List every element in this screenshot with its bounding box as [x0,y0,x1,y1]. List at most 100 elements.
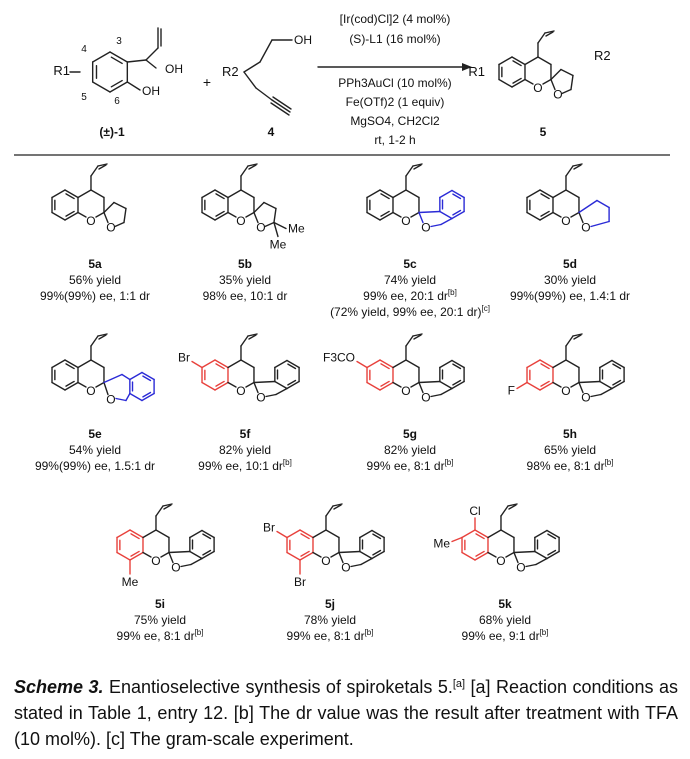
bond [65,210,75,217]
compound-selectivity: 99%(99%) ee, 1:1 dr [40,289,150,303]
position-number: 6 [114,96,120,107]
bond [245,211,255,218]
bond [141,371,155,381]
bond [126,81,141,91]
compound-yield: 68% yield [479,613,531,627]
ring-oxygen-label: O [151,554,160,568]
bond [418,380,441,384]
compound-selectivity: 98% ee, 8:1 dr[b] [527,458,614,473]
bond [366,189,381,199]
bond [578,381,584,394]
spiro-oxygen-label: O [421,221,430,235]
bond [202,533,212,540]
bond [500,505,509,517]
bond [109,81,129,93]
bond [162,503,173,507]
compound-yield: 82% yield [384,443,436,457]
bond [474,551,489,561]
condition-below: MgSO4, CH2Cl2 [350,114,440,128]
compound-yield: 82% yield [219,443,271,457]
bond [240,165,249,177]
compound-selectivity: 99% ee, 20:1 dr[b] [363,288,457,303]
bond [526,211,541,221]
bond [247,333,258,337]
bond [410,211,420,218]
bond [325,529,340,539]
product-r2-label: R2 [594,48,611,63]
compound-selectivity: 99%(99%) ee, 1.4:1 dr [510,289,630,303]
bond [273,221,287,230]
bond [77,359,92,369]
bond [202,549,212,556]
spiro-oxygen-label: O [516,561,525,575]
bond [452,379,462,386]
bond [272,96,292,110]
bond [271,99,291,113]
bond [570,381,580,388]
bond [578,211,584,224]
r1-label: R1 [53,63,70,78]
compound-id: 5j [325,597,335,611]
bond [273,207,277,224]
bond [129,371,143,381]
bond [570,74,574,91]
bond [263,201,277,210]
bond [333,504,342,510]
bond [561,88,572,95]
bond [145,59,157,69]
position-number: 4 [81,44,87,55]
bond [275,387,288,396]
bond [600,387,613,396]
bond [360,557,373,566]
compound-id: 5f [240,427,252,441]
bond [270,102,290,116]
bond [130,533,140,540]
bond [612,363,622,370]
compound-selectivity: 99% ee, 9:1 dr[b] [462,628,549,643]
caption-notes: [a] Reaction conditions as stated in Tab… [14,677,678,749]
bond [201,381,216,391]
compound-yield: 65% yield [544,443,596,457]
bond [142,375,152,382]
bond [412,333,423,337]
bond [274,359,288,369]
compound-id: 5g [403,427,417,441]
footnote-mark: [b] [195,628,204,637]
bond [545,31,554,37]
bond [98,334,107,340]
bond [286,359,300,369]
bond [380,193,390,200]
ring-oxygen-label: O [401,384,410,398]
bond [227,211,237,218]
bond [552,211,562,218]
bond [168,551,174,564]
ring-oxygen-label: O [496,554,505,568]
bond [142,391,152,398]
ring-oxygen-label: O [533,81,542,95]
bond [253,211,259,224]
compound-selectivity: 99% ee, 8:1 dr[b] [367,458,454,473]
bond [539,189,554,199]
bond [507,503,518,507]
bond [512,60,522,67]
compound-selectivity: 99% ee, 8:1 dr[b] [287,628,374,643]
compound-yield: 78% yield [304,613,356,627]
bond [380,210,390,217]
bond [142,551,152,558]
compound-selectivity: 98% ee, 10:1 dr [203,289,288,303]
condition-above: [Ir(cod)Cl]2 (4 mol%) [340,12,451,26]
bond [95,381,105,388]
spiro-oxygen-label: O [171,561,180,575]
bond [103,381,109,396]
bond [474,529,489,539]
compound-yield: 56% yield [69,273,121,287]
spiro-oxygen-label: O [256,221,265,235]
compound-gram-scale: (72% yield, 99% ee, 20:1 dr)[c] [330,304,490,319]
bond [535,557,548,566]
bond [508,504,517,510]
bond [534,529,548,539]
